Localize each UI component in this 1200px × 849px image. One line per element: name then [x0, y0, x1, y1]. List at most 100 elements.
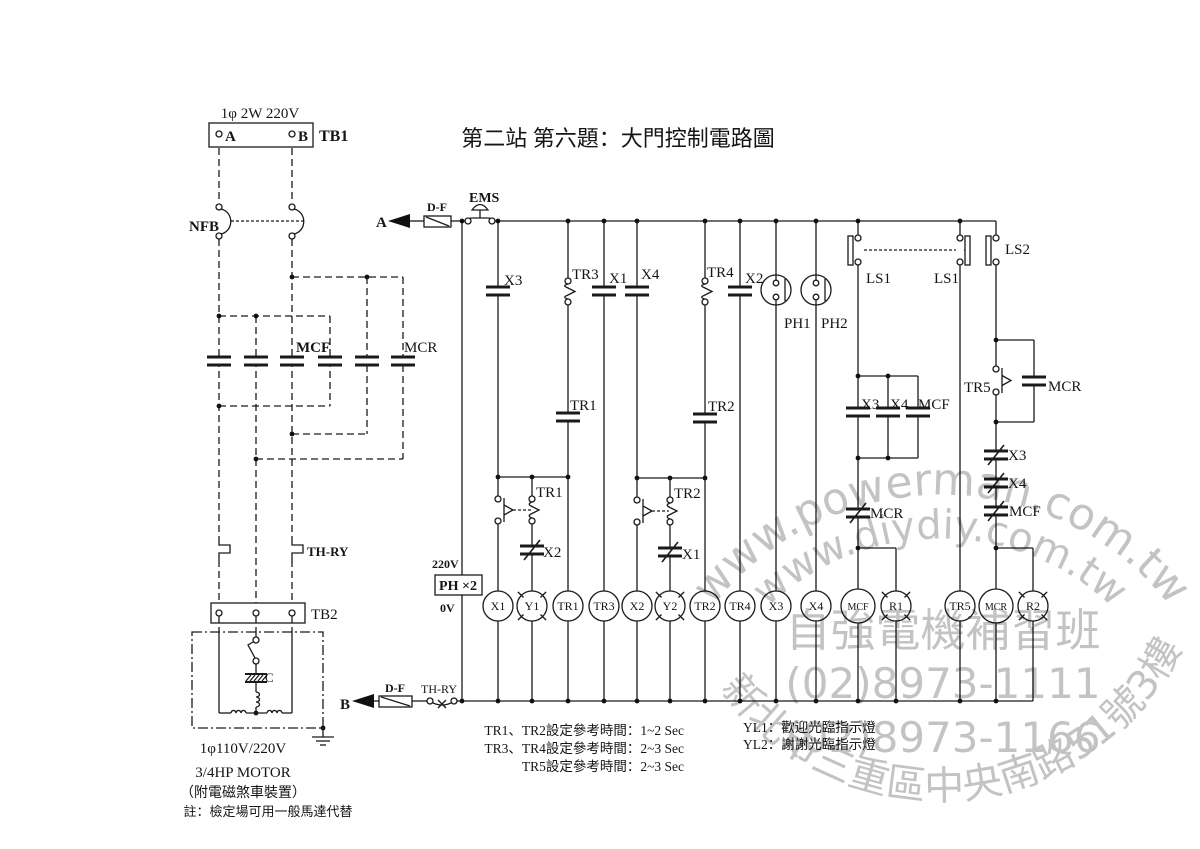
motor-note: 3/4HP MOTOR — [195, 765, 290, 781]
wire-gap — [400, 357, 406, 365]
wire-gap — [289, 357, 295, 365]
limit-switch-ls1-b — [956, 234, 971, 266]
junction-dot — [634, 698, 640, 704]
terminal — [426, 697, 434, 705]
junction-dot — [216, 403, 222, 409]
line-a-arrow — [388, 214, 410, 228]
wire-gap — [634, 287, 640, 295]
contact-label: MCR — [1048, 379, 1081, 395]
junction-dot — [634, 218, 640, 224]
lamp-cross — [1041, 614, 1048, 621]
capacitor-hatch — [257, 674, 264, 682]
coil-label: TR4 — [729, 599, 750, 613]
coil — [689, 590, 721, 622]
line-b-arrow — [352, 694, 374, 708]
junction-dot — [459, 218, 465, 224]
fuse-bottom-label: D-F — [385, 681, 405, 695]
contact-label: TR5 — [964, 380, 991, 396]
junction-dot — [773, 218, 779, 224]
wire-gap — [1031, 377, 1037, 385]
lamp-cross — [881, 614, 888, 621]
junction-dot — [702, 218, 708, 224]
junction-dot — [813, 698, 819, 704]
coil-body — [552, 590, 584, 622]
timer-mark — [503, 504, 515, 516]
mcr-main-contact — [355, 355, 379, 367]
wire-gap — [633, 500, 641, 522]
tb1-terminal-b-label: B — [298, 129, 308, 145]
coil-label: Y2 — [663, 599, 678, 613]
coil-label: X3 — [769, 599, 784, 613]
thermal-relay-contact-label: TH-RY — [421, 682, 457, 696]
capacitor-hatch — [249, 674, 256, 682]
nc-slash — [523, 539, 541, 561]
th-cross — [437, 699, 447, 709]
mcf-main-label: MCF — [296, 340, 330, 356]
nc-slash — [661, 541, 679, 563]
tb1-label: TB1 — [319, 128, 348, 145]
th-contact-blade — [432, 702, 452, 706]
indicator-lamp — [516, 590, 548, 622]
thermal-relay-th-ry — [218, 536, 304, 560]
photo-supply-low-label: 0V — [440, 601, 455, 615]
wire-gap — [364, 357, 370, 365]
terminal — [215, 609, 223, 617]
lamp-cross — [1018, 614, 1025, 621]
terminal — [992, 234, 1000, 242]
thermal-element — [218, 536, 231, 560]
coil-label: X4 — [809, 599, 824, 613]
contact-label: X2 — [543, 545, 561, 561]
lamp-cross — [904, 591, 911, 598]
junction-dot — [993, 545, 999, 551]
junction-dot — [702, 698, 708, 704]
watermark-phone: (02)8973-1111 — [785, 659, 1100, 708]
terminal — [701, 298, 709, 306]
mcr-main-contact — [318, 355, 342, 367]
contact-label: MCF — [918, 397, 950, 413]
terminal — [488, 217, 496, 225]
photo-sensor-ph1 — [760, 274, 792, 306]
lamp-cross — [1018, 591, 1025, 598]
contact-label: X2 — [745, 271, 763, 287]
lamp-body — [880, 590, 912, 622]
terminal — [252, 636, 260, 644]
line-a-label: A — [376, 215, 387, 231]
junction-dot — [773, 698, 779, 704]
thermal-relay-contact — [426, 697, 458, 709]
wire-gap — [855, 408, 861, 416]
coil — [482, 590, 514, 622]
thermal-element — [291, 536, 304, 560]
lamp-body — [1017, 590, 1049, 622]
watermark-school: 自強電機補習班 — [785, 604, 1100, 657]
contact-mcf-nc — [984, 500, 1008, 522]
junction-dot — [993, 698, 999, 704]
control-circuit — [352, 203, 1049, 709]
junction-dot — [289, 431, 295, 437]
contact-label: MCF — [1009, 504, 1041, 520]
junction-dot — [957, 218, 963, 224]
terminal — [812, 279, 820, 287]
motor-enclosure — [191, 631, 324, 729]
junction-dot — [601, 218, 607, 224]
contact-label: TR2 — [708, 399, 735, 415]
contact-x1-no — [592, 285, 616, 297]
nc-slash — [987, 444, 1005, 466]
contact-label: X4 — [1008, 476, 1027, 492]
contact-label: LS1 — [866, 271, 891, 287]
limit-switch-actuator — [985, 235, 992, 266]
junction-dot — [885, 455, 891, 461]
mcf-main-contact — [280, 355, 304, 367]
wire-gap — [702, 414, 708, 422]
tb2-label: TB2 — [311, 607, 338, 623]
fuse-top — [423, 215, 452, 228]
contact-mcf-no — [906, 406, 930, 418]
wire-gap — [495, 287, 501, 295]
contact-x4-no-2 — [876, 406, 900, 418]
junction-dot — [813, 218, 819, 224]
terminal — [528, 495, 536, 503]
wire-gap — [601, 287, 607, 295]
junction-dot — [216, 313, 222, 319]
aux-winding — [266, 709, 283, 714]
wire-gap — [528, 499, 536, 521]
contact-label: X3 — [1008, 448, 1026, 464]
